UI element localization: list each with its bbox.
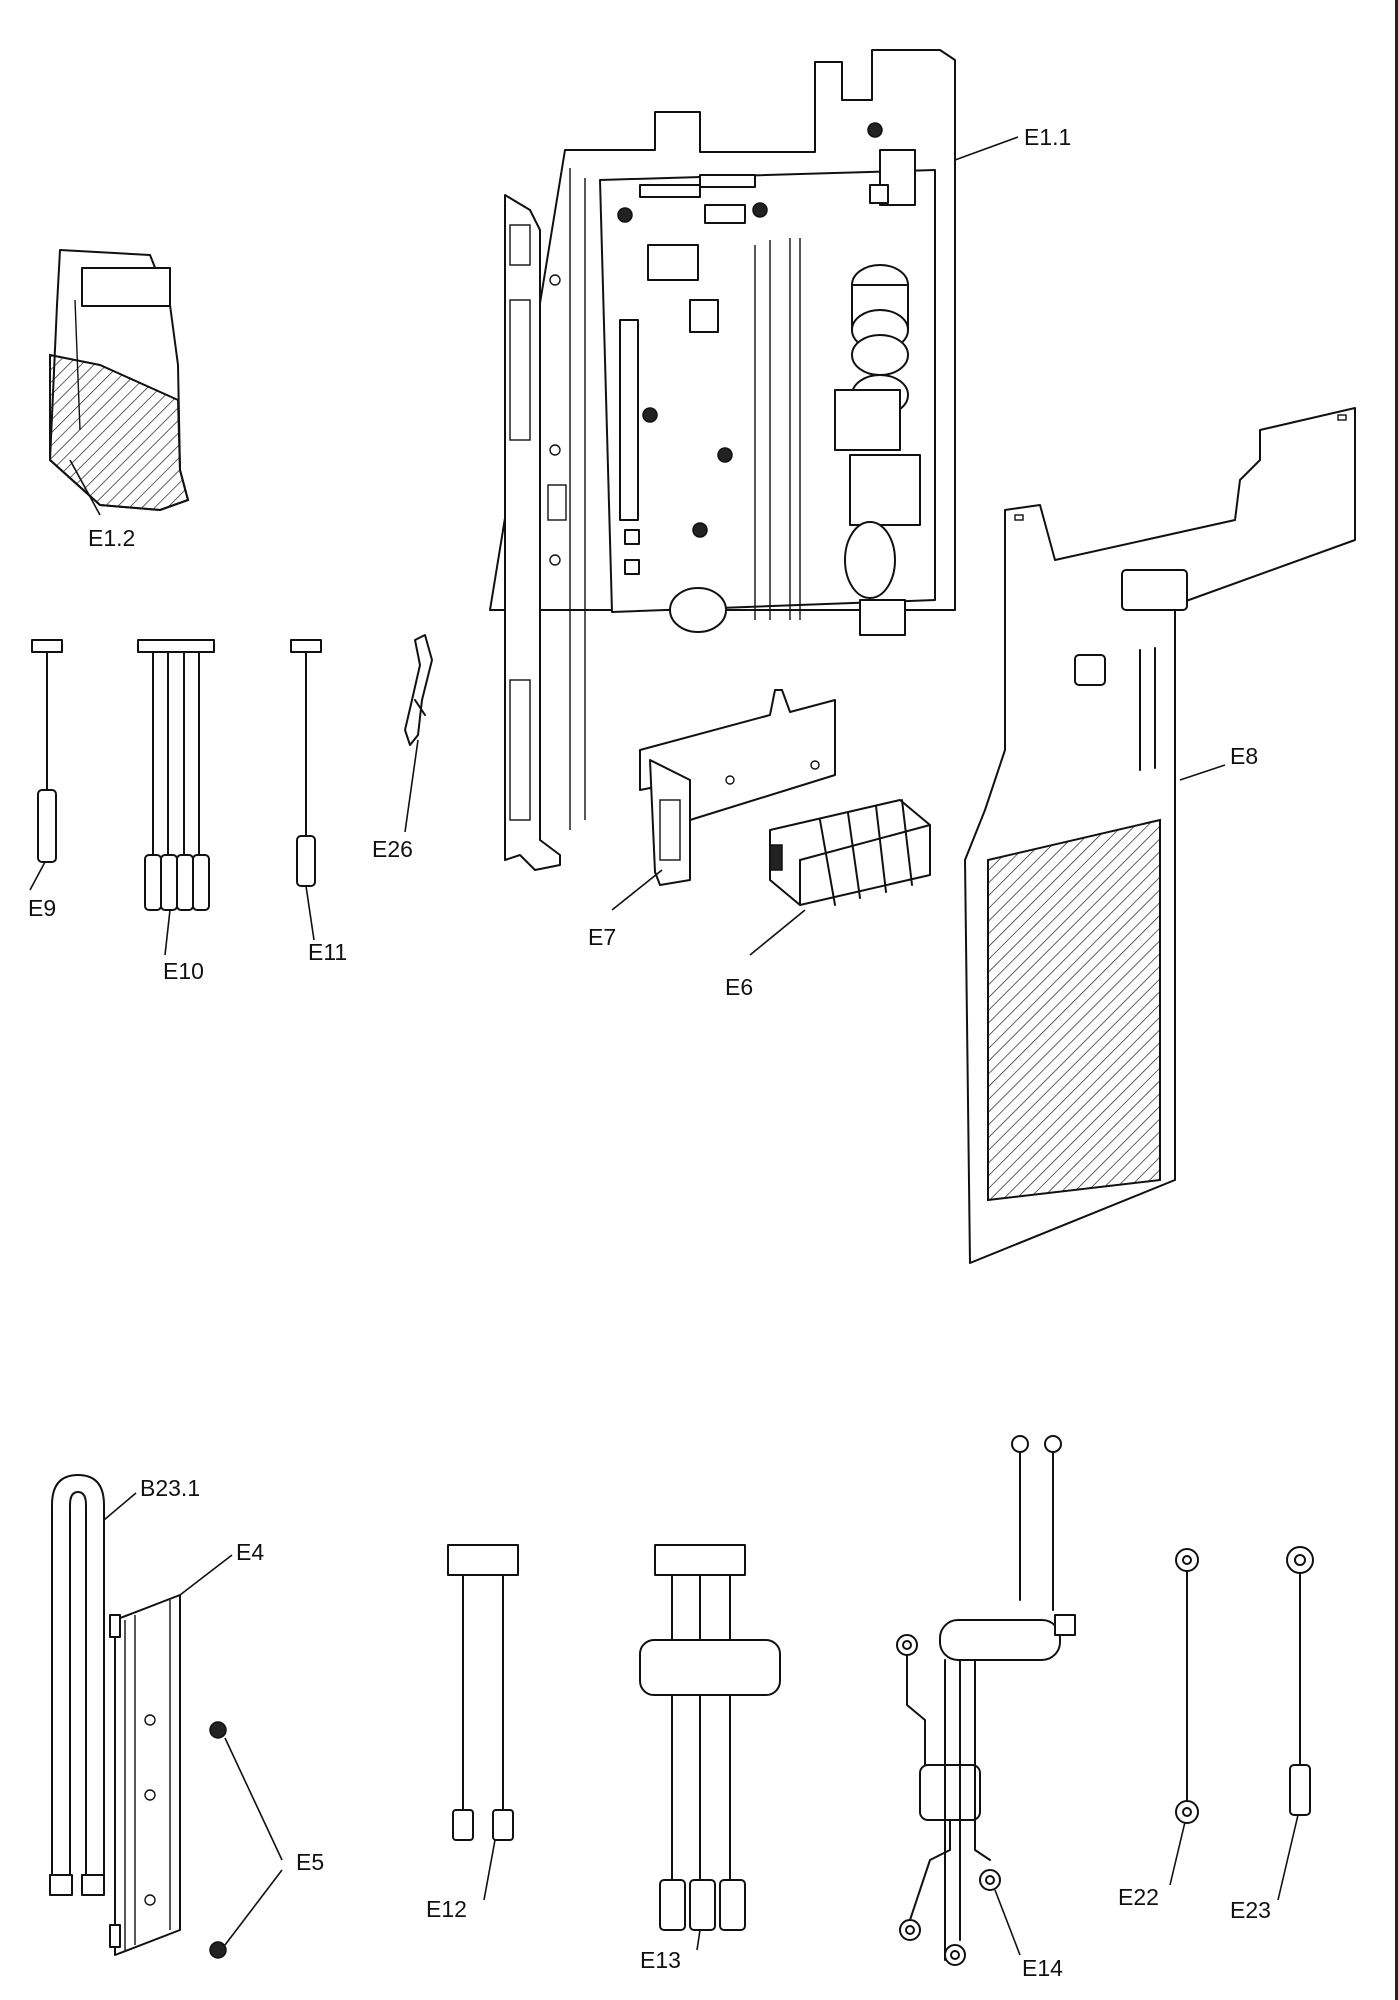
part-e9-sensor	[31, 639, 63, 863]
part-e14-harness-coil	[896, 1435, 1076, 1966]
label-e13: E13	[640, 1947, 681, 1973]
part-e1-1-pcb-assembly	[489, 49, 956, 871]
label-e1-2: E1.2	[88, 525, 135, 551]
part-e4-channel	[109, 1594, 181, 1956]
part-e26-clip	[404, 634, 433, 746]
label-e6: E6	[725, 974, 753, 1000]
label-e5: E5	[296, 1849, 324, 1875]
label-e11: E11	[308, 939, 347, 965]
part-e11-sensor	[290, 639, 322, 887]
part-e13-harness	[639, 1544, 781, 1931]
label-b23-1: B23.1	[140, 1475, 200, 1501]
part-e7-bracket	[639, 689, 836, 886]
part-labels: E1.1 E1.2 E9 E10 E11 E26 E7 E6 E8 B23.1 …	[28, 124, 1271, 1981]
label-e4: E4	[236, 1539, 264, 1565]
part-e12-harness	[447, 1544, 519, 1841]
label-e23: E23	[1230, 1897, 1271, 1923]
label-e9: E9	[28, 895, 56, 921]
part-e23-ring-wire	[1286, 1546, 1314, 1816]
part-e5-screws	[209, 1721, 227, 1959]
label-e14: E14	[1022, 1955, 1063, 1981]
part-e8-insulation-sheet	[964, 407, 1356, 1264]
label-e7: E7	[588, 924, 616, 950]
part-e22-ring-wire	[1175, 1548, 1199, 1824]
label-e22: E22	[1118, 1884, 1159, 1910]
label-e26: E26	[372, 836, 413, 862]
label-e8: E8	[1230, 743, 1258, 769]
part-e10-sensor-harness	[137, 639, 215, 911]
part-e1-2-bag	[49, 249, 190, 512]
right-border-rule	[1395, 0, 1398, 2000]
part-b23-1-u-heater	[49, 1474, 105, 1896]
part-e6-terminal-block	[769, 799, 931, 906]
leader-lines	[29, 136, 1299, 1956]
label-e1-1: E1.1	[1024, 124, 1071, 150]
label-e12: E12	[426, 1896, 467, 1922]
label-e10: E10	[163, 958, 204, 984]
